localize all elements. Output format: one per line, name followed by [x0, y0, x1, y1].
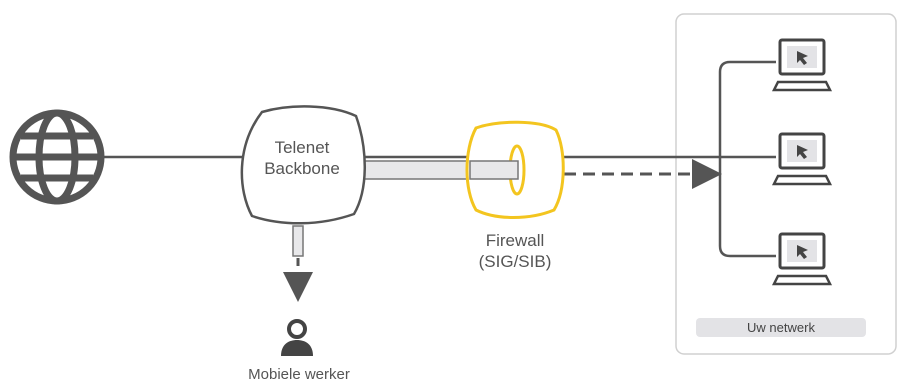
network-label: Uw netwerk [696, 318, 866, 337]
network-bracket [718, 60, 776, 258]
backbone-label-line1: Telenet [274, 138, 330, 157]
computer-icon [771, 132, 833, 186]
firewall-label-line1: Firewall [485, 231, 545, 250]
backbone-label: Telenet Backbone [243, 137, 361, 179]
computer-icon [771, 232, 833, 286]
firewall-label-line2: (SIG/SIB) [478, 252, 552, 271]
firewall-node [465, 120, 565, 219]
network-panel [675, 13, 897, 355]
person-icon [281, 319, 313, 356]
mobile-worker-label: Mobiele werker [248, 366, 350, 383]
mobile-worker-tunnel [292, 225, 304, 257]
backbone-node [240, 105, 366, 225]
computer-icon [771, 38, 833, 92]
backbone-label-line2: Backbone [264, 159, 340, 178]
firewall-label: Firewall (SIG/SIB) [452, 230, 578, 272]
globe-icon [9, 109, 105, 205]
